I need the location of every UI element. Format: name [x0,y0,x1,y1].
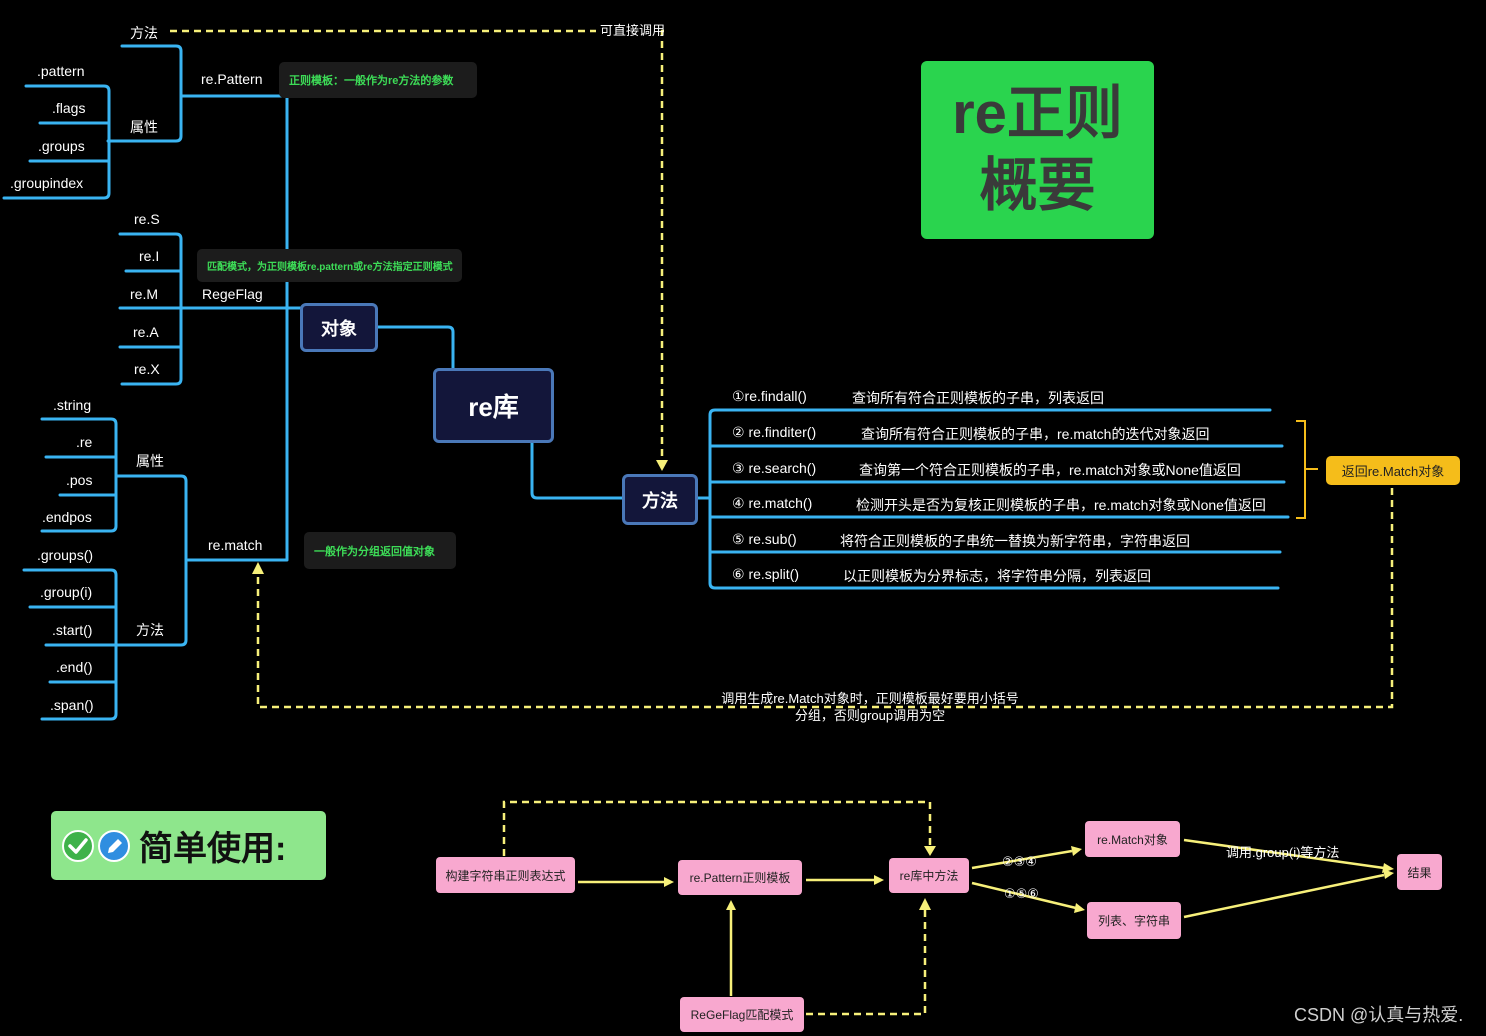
match-method[interactable]: .group(i) [40,584,93,600]
simple-use-title: 简单使用: [139,830,287,868]
match-attr[interactable]: .pos [66,472,93,488]
method-name[interactable]: ⑤ re.sub() [732,531,797,547]
re-pattern-label[interactable]: re.Pattern [201,71,263,87]
match-attr[interactable]: .re [76,434,93,450]
regeflag-label[interactable]: RegeFlag [202,286,263,302]
method-name[interactable]: ④ re.match() [732,495,813,511]
method-name[interactable]: ⑥ re.split() [732,566,799,582]
edge-label-call: 调用.group(i)等方法 [1226,845,1340,860]
title-line-2: 概要 [979,153,1096,218]
match-method[interactable]: .end() [56,659,93,675]
re-pattern-methods-label[interactable]: 方法 [130,25,158,41]
regeflag-note: 匹配模式，为正则模板re.pattern或re方法指定正则模式 [197,249,462,282]
regeflag-item[interactable]: re.S [134,211,160,227]
regeflag-item[interactable]: re.I [139,248,160,264]
lib-methods-node[interactable]: re库中方法 [889,858,969,893]
result-node[interactable]: 结果 [1397,854,1442,890]
direct-call-label: 可直接调用 [600,23,666,38]
method-desc: 查询所有符合正则模板的子串，列表返回 [852,390,1104,406]
re-match-methods-label[interactable]: 方法 [136,622,164,638]
pencil-icon [98,829,130,862]
match-attr[interactable]: .endpos [42,509,92,525]
pattern-attr[interactable]: .groupindex [10,175,84,191]
title-line-1: re正则 [952,81,1123,146]
check-icon [62,829,94,862]
regeflag-node[interactable]: ReGeFlag匹配模式 [680,997,804,1032]
re-pattern-attrs-label[interactable]: 属性 [130,119,158,135]
pattern-attr[interactable]: .flags [52,100,86,116]
center-label: re库 [468,392,519,422]
regeflag-item[interactable]: re.A [133,324,159,340]
method-name[interactable]: ② re.finditer() [732,424,817,440]
method-desc: 将符合正则模板的子串统一替换为新字符串，字符串返回 [840,533,1190,549]
edge-label-234: ②③④ [1002,854,1037,869]
match-attr[interactable]: .string [53,397,92,413]
method-desc: 查询第一个符合正则模板的子串，re.match对象或None值返回 [859,462,1241,478]
regeflag-item[interactable]: re.X [134,361,160,377]
pattern-node[interactable]: re.Pattern正则模板 [678,860,802,895]
method-name[interactable]: ①re.findall() [732,388,807,404]
pattern-attr[interactable]: .groups [38,138,85,154]
regeflag-item[interactable]: re.M [130,286,158,302]
match-method[interactable]: .groups() [37,547,94,563]
build-regex-node[interactable]: 构建字符串正则表达式 [436,857,575,893]
object-node[interactable]: 对象 [300,303,378,352]
group-note-line-2: 分组，否则group调用为空 [794,708,946,723]
group-note: 调用生成re.Match对象时，正则模板最好要用小括号 分组，否则group调用… [660,690,1080,724]
list-string-node[interactable]: 列表、字符串 [1087,902,1181,939]
match-method[interactable]: .start() [52,622,93,638]
method-desc: 检测开头是否为复核正则模板的子串，re.match对象或None值返回 [856,497,1266,513]
methods-node[interactable]: 方法 [622,474,698,525]
re-match-note: 一般作为分组返回值对象 [304,532,456,569]
method-desc: 查询所有符合正则模板的子串，re.match的迭代对象返回 [861,426,1210,442]
group-note-line-1: 调用生成re.Match对象时，正则模板最好要用小括号 [721,691,1019,706]
re-match-label[interactable]: re.match [208,537,263,553]
match-object-node[interactable]: re.Match对象 [1085,821,1180,857]
center-node[interactable]: re库 [433,368,554,443]
match-method[interactable]: .span() [50,697,94,713]
simple-use-header: 简单使用: [51,811,326,880]
pattern-attr[interactable]: .pattern [37,63,85,79]
edge-label-156: ①⑤⑥ [1004,886,1039,901]
method-desc: 以正则模板为分界标志，将字符串分隔，列表返回 [843,568,1151,584]
method-name[interactable]: ③ re.search() [732,460,817,476]
object-label: 对象 [321,318,357,339]
title-card: re正则 概要 [921,61,1154,239]
re-pattern-note: 正则模板：一般作为re方法的参数 [279,62,477,98]
re-match-attrs-label[interactable]: 属性 [136,453,164,469]
watermark: CSDN @认真与热爱. [1294,1005,1464,1025]
methods-label: 方法 [642,490,678,511]
return-match-badge[interactable]: 返回re.Match对象 [1326,456,1460,485]
